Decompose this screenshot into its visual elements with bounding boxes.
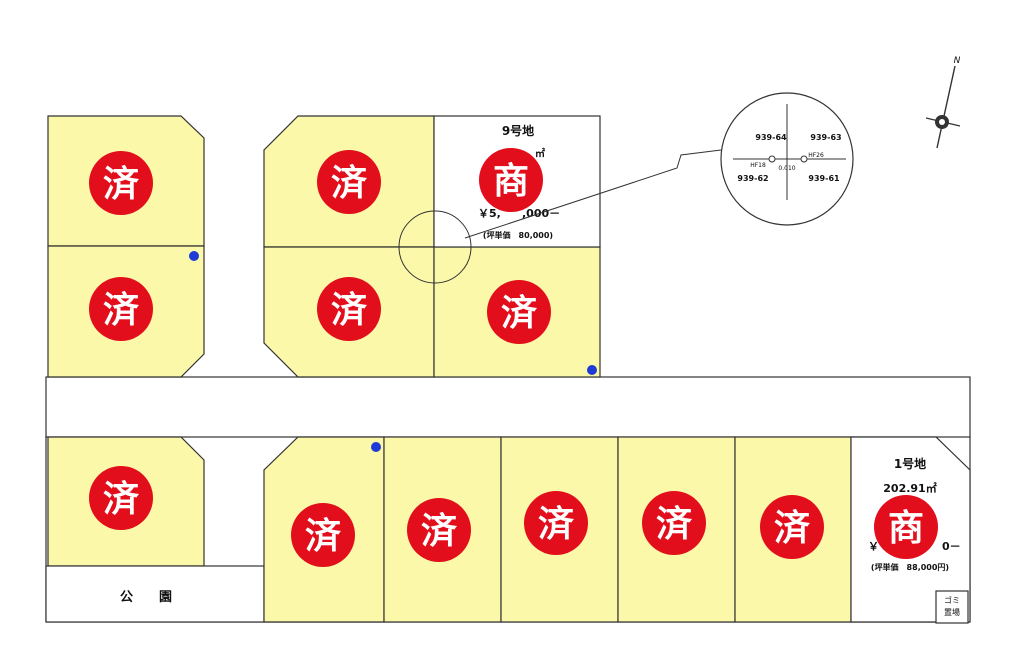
sold-stamp-label: 済 [103, 479, 139, 520]
sold-stamp: 済 [642, 491, 706, 555]
detail-callout-circle [398, 210, 472, 284]
sold-stamp-label: 済 [103, 290, 139, 331]
lot1-tsubo-price: (坪単価 88,000円) [871, 562, 949, 572]
benchmark-dot [189, 251, 199, 261]
negotiation-stamp: 商 [479, 148, 543, 212]
benchmark-dot [371, 442, 381, 452]
sold-stamp-label: 済 [305, 516, 341, 557]
sold-stamp-label: 済 [656, 504, 692, 545]
inset-lot-bottom-right: 939-61 [808, 174, 840, 183]
inset-lot-top-left: 939-64 [755, 133, 787, 142]
garbage-line2: 置場 [944, 607, 960, 617]
sold-stamp-label: 済 [774, 508, 810, 549]
lot1-price-tail: 0－ [942, 540, 961, 553]
lot9-area: ㎡ [535, 147, 545, 160]
park-area [45, 565, 265, 623]
lot1-price: ￥ [868, 540, 879, 553]
compass: N [925, 56, 961, 149]
sold-stamp: 済 [524, 491, 588, 555]
sold-stamp-label: 済 [103, 164, 139, 205]
inset-detail: 939-64 939-63 939-62 939-61 HF18 HF26 0.… [720, 92, 854, 226]
sold-stamp: 済 [407, 498, 471, 562]
sold-stamp: 済 [291, 503, 355, 567]
inset-lot-top-right: 939-63 [810, 133, 841, 142]
sold-stamp: 済 [89, 151, 153, 215]
negotiation-stamp: 商 [874, 495, 938, 559]
lot1-title: 1号地 [894, 456, 926, 471]
inset-level-label: 0.010 [778, 165, 795, 172]
park-label: 公 園 [120, 589, 172, 605]
sold-stamp: 済 [317, 277, 381, 341]
sold-stamp-label: 済 [421, 511, 457, 552]
compass-needle [936, 65, 956, 149]
sold-stamp: 済 [89, 466, 153, 530]
sold-stamp-label: 済 [538, 504, 574, 545]
sold-stamp: 済 [760, 495, 824, 559]
callout-leader-line [464, 149, 722, 239]
garbage-station [935, 590, 969, 624]
negotiation-stamp-label: 商 [493, 161, 529, 202]
inset-lot-bottom-left: 939-62 [737, 174, 768, 183]
lot9-price: ￥5, [478, 207, 501, 220]
lot9-tsubo-price: (坪単価 80,000) [483, 230, 553, 240]
inset-marker-left-label: HF18 [750, 162, 766, 169]
sold-stamp: 済 [317, 150, 381, 214]
negotiation-stamp-label: 商 [888, 508, 924, 549]
sold-stamp-label: 済 [501, 293, 537, 334]
lot1-area: 202.91㎡ [883, 481, 936, 495]
inset-marker [768, 155, 776, 163]
compass-center-inner [939, 119, 945, 125]
sold-stamp-label: 済 [331, 290, 367, 331]
inset-marker [800, 155, 808, 163]
lot9-title: 9号地 [502, 123, 534, 138]
inset-marker-right-label: HF26 [808, 152, 824, 159]
benchmark-dot [587, 365, 597, 375]
sold-stamp-label: 済 [331, 163, 367, 204]
north-label: N [954, 56, 961, 66]
sold-stamp: 済 [487, 280, 551, 344]
garbage-line1: ゴミ [944, 595, 960, 605]
road [45, 376, 971, 438]
sold-stamp: 済 [89, 277, 153, 341]
